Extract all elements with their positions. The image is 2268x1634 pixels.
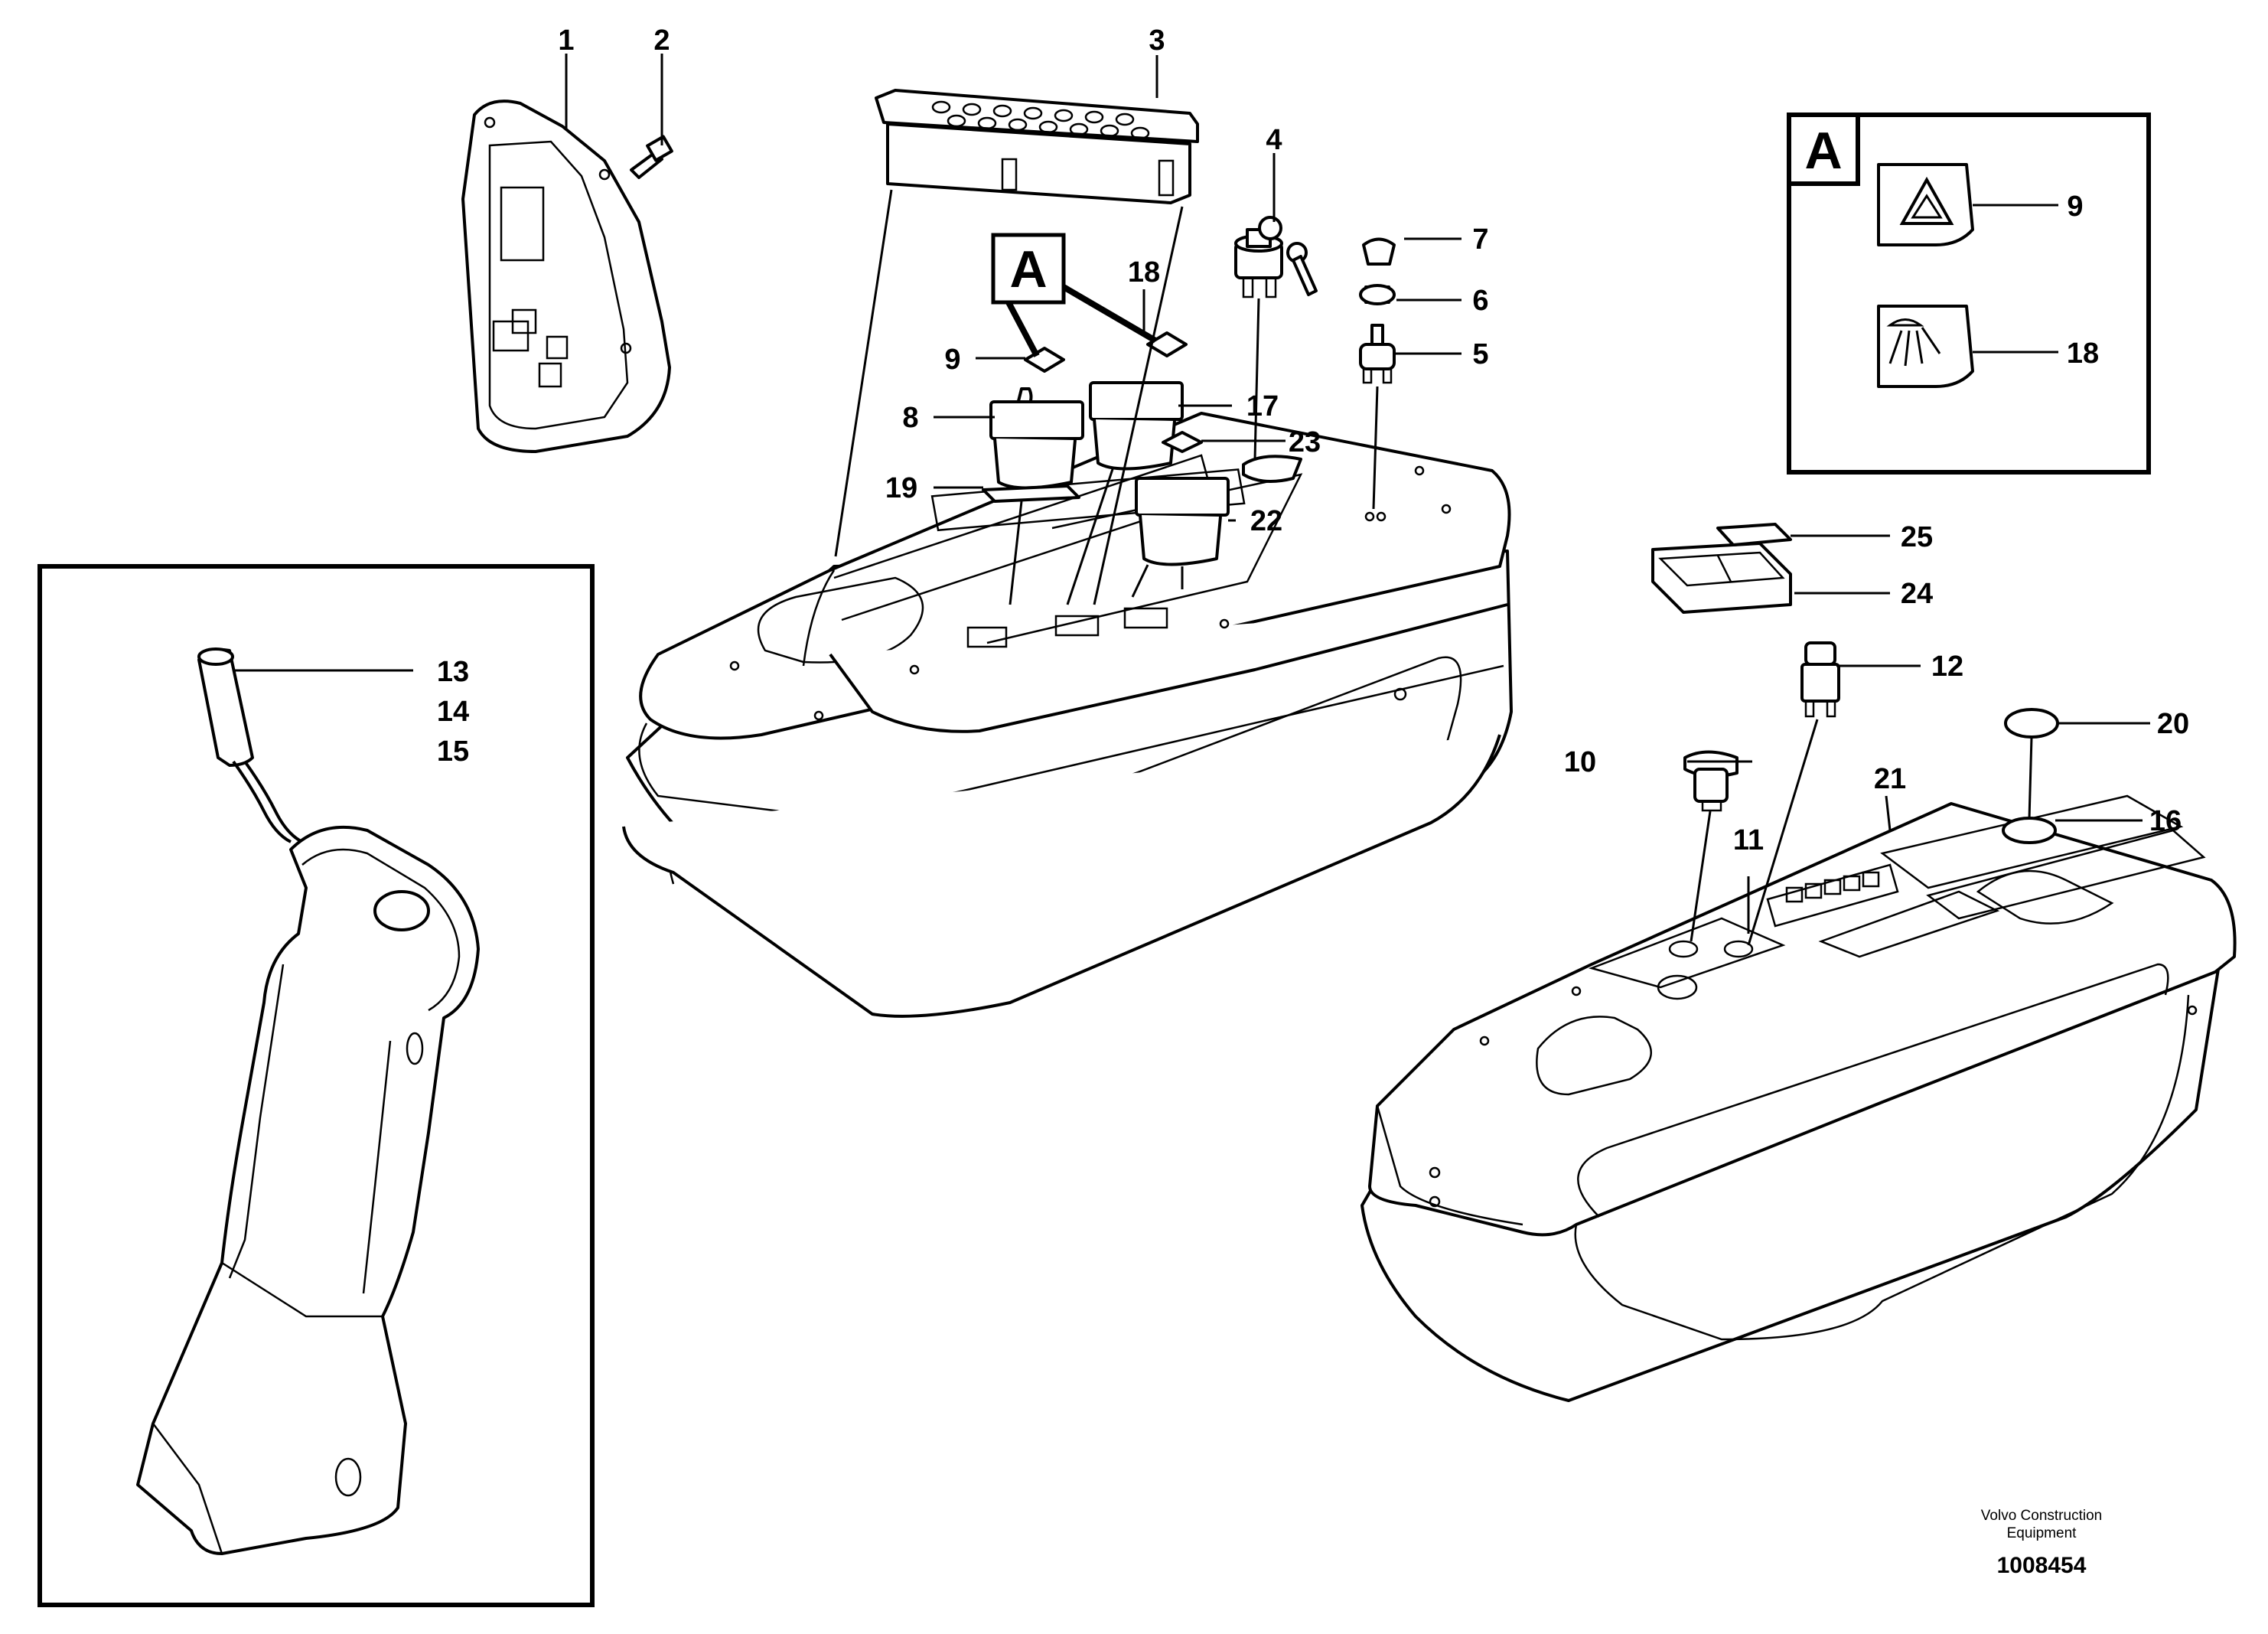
label-16: 16	[2149, 805, 2182, 837]
credit-block: Volvo Construction Equipment 1008454	[1981, 1508, 2102, 1578]
right-console-parts	[1651, 523, 2059, 812]
side-cover-plate	[461, 99, 671, 453]
label-22: 22	[1250, 505, 1282, 537]
label-4: 4	[1266, 124, 1282, 156]
label-7: 7	[1472, 223, 1488, 256]
detail-box-a: A	[1787, 113, 2151, 475]
label-24: 24	[1901, 578, 1933, 610]
label-21: 21	[1874, 763, 1906, 795]
label-20: 20	[2157, 708, 2189, 740]
label-15: 15	[437, 735, 469, 768]
label-5: 5	[1472, 338, 1488, 370]
left-console-body	[622, 412, 1513, 1018]
right-console-body	[1360, 794, 2237, 1402]
knob-parts	[1359, 237, 1396, 384]
label-13: 13	[437, 656, 469, 688]
label-6: 6	[1472, 285, 1488, 317]
label-2: 2	[653, 24, 670, 57]
ignition-switch	[1234, 216, 1318, 298]
callout-labels: 1 2 3 4 7 6 5 18 9 8 17 23 19 22 9 18 25…	[437, 24, 2189, 856]
label-23: 23	[1289, 426, 1321, 458]
label-17: 17	[1246, 390, 1279, 422]
label-12: 12	[1931, 651, 1963, 683]
label-18-detail: 18	[2067, 338, 2099, 370]
label-1: 1	[558, 24, 574, 57]
label-11: 11	[1733, 824, 1764, 856]
leader-lines-left	[834, 189, 1379, 605]
joystick-detail-box	[37, 564, 595, 1607]
label-8: 8	[902, 402, 918, 434]
label-25: 25	[1901, 521, 1933, 553]
label-14: 14	[437, 696, 469, 728]
label-9-left: 9	[944, 344, 960, 376]
switch-panel-cover	[875, 89, 1199, 204]
part-number: 1008454	[1997, 1553, 2087, 1578]
label-10: 10	[1564, 746, 1596, 778]
callout-a-letter: A	[1009, 240, 1047, 298]
screw	[630, 135, 673, 179]
leader-lines-top	[565, 54, 1461, 522]
label-18-left: 18	[1128, 256, 1160, 289]
credit-line-1: Volvo Construction	[1981, 1508, 2102, 1524]
label-3: 3	[1149, 24, 1165, 57]
rocker-switches	[982, 331, 1302, 566]
callout-a: A	[991, 233, 1158, 357]
label-19: 19	[885, 472, 917, 504]
detail-box-letter: A	[1804, 122, 1842, 180]
label-9-detail: 9	[2067, 191, 2083, 223]
leader-lines-right	[1687, 534, 2150, 946]
credit-line-2: Equipment	[2007, 1525, 2077, 1541]
